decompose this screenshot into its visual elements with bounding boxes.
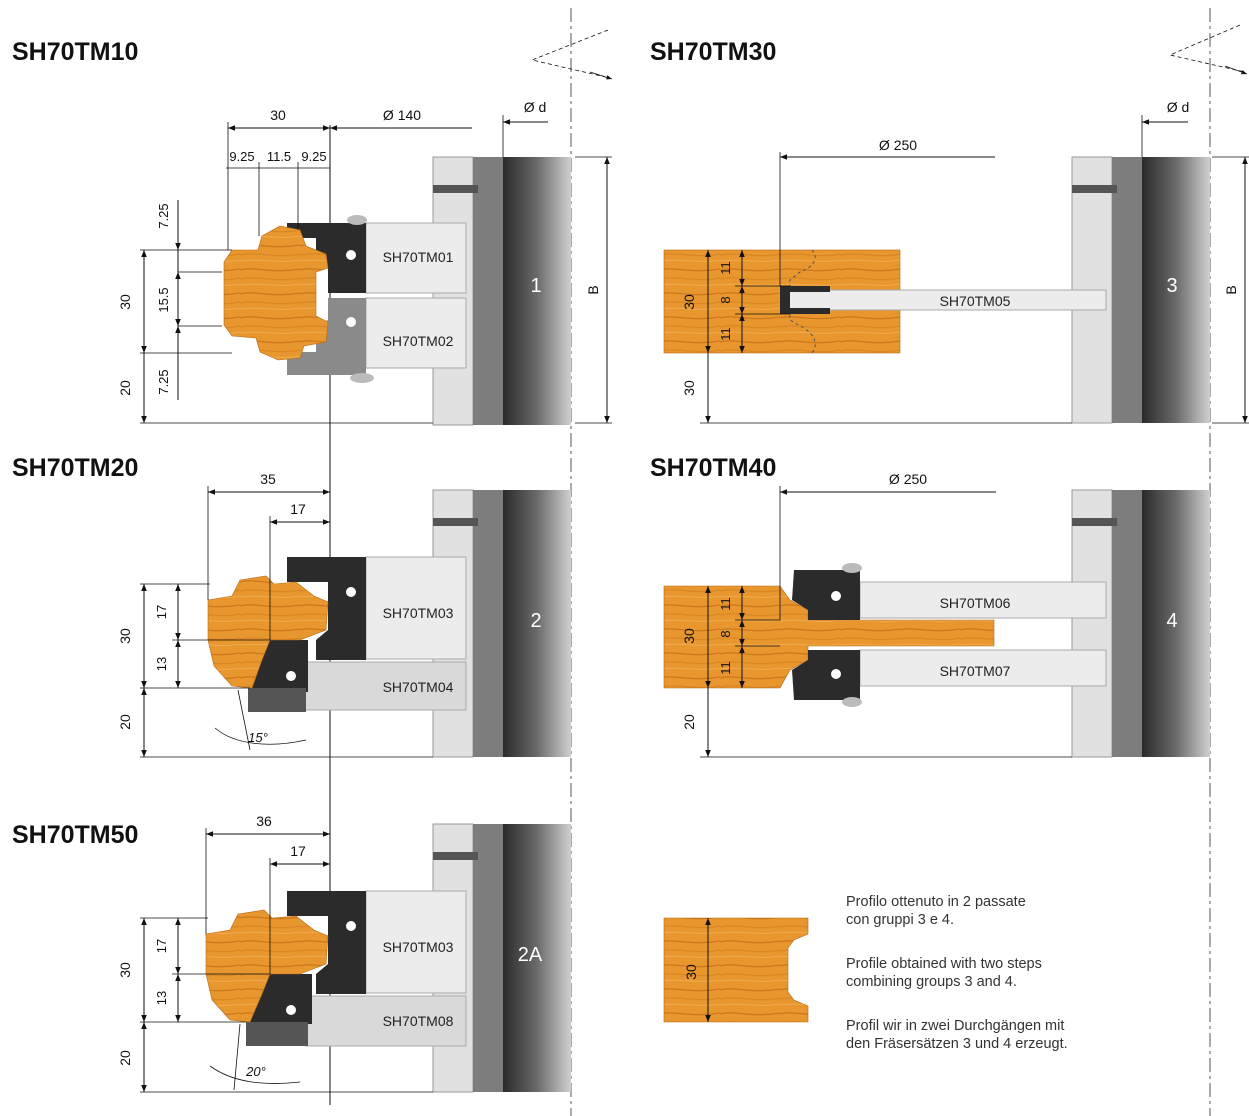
dim-9-25-left: 9.25 (229, 149, 254, 164)
part-label-sh70tm03: SH70TM03 (383, 939, 454, 955)
note-english-line2: combining groups 3 and 4. (846, 974, 1017, 990)
angle-20: 20° (245, 1064, 266, 1079)
dim-17: 17 (290, 501, 306, 517)
part-label-sh70tm06: SH70TM06 (940, 595, 1011, 611)
dim-11-top: 11 (718, 261, 733, 275)
rotation-arrow-right (1168, 24, 1248, 75)
group-number-3: 3 (1166, 275, 1177, 297)
part-label-sh70tm07: SH70TM07 (940, 663, 1011, 679)
title-sh70tm10: SH70TM10 (12, 38, 138, 66)
dim-diameter-140: Ø 140 (383, 107, 421, 123)
flange (473, 157, 503, 425)
dim-height-30: 30 (683, 964, 699, 980)
workpiece-profile (207, 575, 329, 689)
bearing-icon (347, 215, 367, 225)
dim-height-20: 20 (681, 714, 697, 730)
cutter-sh70tm07 (792, 650, 860, 700)
section-sh70tm50: 2A SH70TM03 SH70TM08 36 17 30 20 17 13 2… (117, 813, 571, 1093)
dim-diameter-250: Ø 250 (889, 471, 927, 487)
workpiece-profile (223, 225, 329, 361)
cutter-sh70tm03 (287, 891, 366, 994)
dim-height-30: 30 (681, 628, 697, 644)
group-number-1: 1 (530, 275, 541, 297)
dim-11-top: 11 (718, 597, 733, 611)
section-final-profile: 30 Profilo ottenuto in 2 passate con gru… (663, 894, 1068, 1052)
cutter-sh70tm03 (287, 557, 366, 660)
part-label-sh70tm02: SH70TM02 (383, 333, 454, 349)
rotation-arrow-left (530, 29, 613, 80)
dim-11-5: 11.5 (267, 149, 291, 164)
dim-15-5: 15.5 (156, 287, 171, 312)
dim-7-25-bottom: 7.25 (156, 369, 171, 394)
cutter-sh70tm06 (792, 570, 860, 620)
workpiece-board (663, 585, 995, 689)
note-english-line1: Profile obtained with two steps (846, 956, 1042, 972)
dim-30: 30 (270, 107, 286, 123)
dim-36: 36 (256, 813, 272, 829)
arm-bottom (365, 297, 467, 369)
dim-diameter-250: Ø 250 (879, 137, 917, 153)
part-label-sh70tm08: SH70TM08 (383, 1013, 454, 1029)
title-sh70tm30: SH70TM30 (650, 38, 776, 66)
title-sh70tm20: SH70TM20 (12, 454, 138, 482)
dim-b: B (585, 285, 601, 294)
dim-b: B (1223, 285, 1239, 294)
dim-35: 35 (260, 471, 276, 487)
group-number-2: 2 (530, 610, 541, 632)
group-number-2a: 2A (518, 944, 543, 966)
angle-15: 15° (248, 730, 268, 745)
group-number-4: 4 (1166, 610, 1177, 632)
screw-icon (346, 250, 356, 260)
dim-height-30: 30 (117, 294, 133, 310)
title-sh70tm50: SH70TM50 (12, 821, 138, 849)
part-label-sh70tm04: SH70TM04 (383, 679, 454, 695)
dim-height-30: 30 (117, 628, 133, 644)
dim-vert-13: 13 (154, 991, 169, 1005)
dim-height-20: 20 (117, 714, 133, 730)
dim-11-bottom: 11 (718, 661, 733, 675)
arm-top (365, 222, 467, 294)
dim-diameter-d: Ø d (524, 99, 547, 115)
section-sh70tm40: 4 SH70TM06 SH70TM07 Ø 250 30 20 11 8 11 (663, 471, 1210, 758)
workpiece-profile (205, 909, 329, 1023)
dim-vert-17: 17 (154, 605, 169, 619)
title-sh70tm40: SH70TM40 (650, 454, 776, 482)
note-italian-line2: con gruppi 3 e 4. (846, 912, 954, 928)
section-sh70tm20: 2 SH70TM03 SH70TM04 35 17 30 20 17 13 15… (117, 471, 571, 758)
note-german-line1: Profil wir in zwei Durchgängen mit (846, 1018, 1064, 1034)
spindle (503, 157, 571, 425)
dim-height-20: 20 (117, 1050, 133, 1066)
dim-vert-13: 13 (154, 657, 169, 671)
part-label-sh70tm03: SH70TM03 (383, 605, 454, 621)
dim-11-bottom: 11 (718, 327, 733, 341)
dim-height-30: 30 (681, 294, 697, 310)
cutter-groove (780, 286, 830, 314)
part-label-sh70tm01: SH70TM01 (383, 249, 454, 265)
dim-height-30: 30 (117, 962, 133, 978)
dim-8: 8 (718, 630, 733, 637)
part-label-sh70tm05: SH70TM05 (940, 293, 1011, 309)
dim-height-20: 20 (117, 380, 133, 396)
dim-diameter-d: Ø d (1167, 99, 1190, 115)
bearing-icon (350, 373, 374, 383)
dim-height-30-lower: 30 (681, 380, 697, 396)
key-slot (433, 185, 478, 193)
note-german-line2: den Fräsersätzen 3 und 4 erzeugt. (846, 1036, 1068, 1052)
screw-icon (346, 317, 356, 327)
section-sh70tm10: 1 SH70TM01 SH70TM02 30 Ø 140 Ø d 9.25 11… (117, 99, 612, 426)
section-sh70tm30: 3 SH70TM05 Ø 250 Ø d 30 30 11 8 11 B (663, 99, 1249, 424)
dim-8: 8 (718, 296, 733, 303)
dim-17: 17 (290, 843, 306, 859)
note-italian-line1: Profilo ottenuto in 2 passate (846, 894, 1026, 910)
dim-9-25-right: 9.25 (301, 149, 326, 164)
dim-vert-17: 17 (154, 939, 169, 953)
final-profile-piece (663, 917, 809, 1023)
dim-7-25-top: 7.25 (156, 203, 171, 228)
